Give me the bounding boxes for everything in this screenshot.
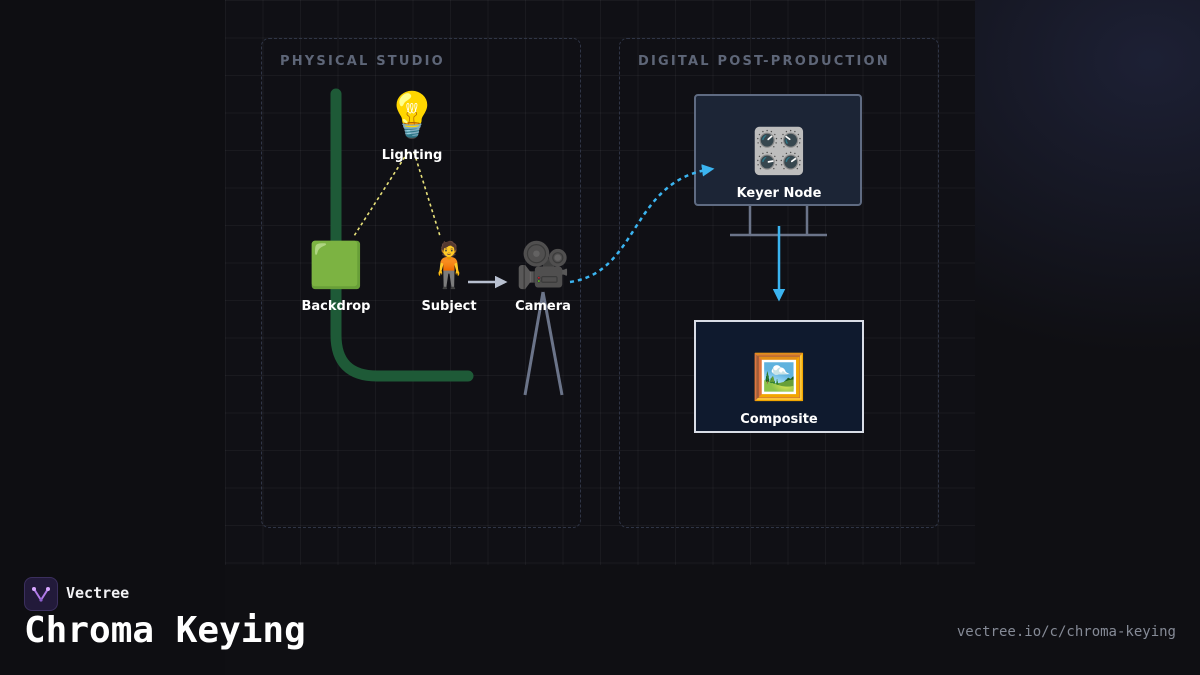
physical-studio-zone-label: PHYSICAL STUDIO [280,54,445,69]
page-title: Chroma Keying [24,610,306,651]
movie-camera-icon: 🎥 [515,240,571,291]
tripod-leg-left [523,291,545,396]
digital-post-production-zone [619,38,939,528]
light-beam-left [353,151,409,237]
vectree-logo-icon[interactable] [24,577,58,611]
control-knobs-icon: 🎛️ [751,126,807,177]
brand-name: Vectree [66,584,130,602]
physical-studio-zone [261,38,581,528]
composite-label: Composite [740,412,818,427]
digital-post-production-zone-label: DIGITAL POST-PRODUCTION [638,54,890,69]
vectree-logo-mark [32,587,50,602]
backdrop-screen-curve [330,88,474,382]
camera-label: Camera [515,299,571,314]
camera-to-keyer-signal [569,164,715,284]
page-url[interactable]: vectree.io/c/chroma-keying [956,624,1176,640]
tripod-leg-right [541,291,564,396]
composite-frame[interactable] [694,320,864,433]
green-square-icon: 🟩 [308,240,364,291]
person-standing-icon: 🧍 [421,240,477,291]
light-beam-right [413,151,441,237]
light-bulb-icon: 💡 [384,90,440,141]
framed-picture-icon: 🖼️ [751,352,807,403]
lighting-label: Lighting [381,148,443,163]
background-left-panel [0,0,225,675]
keyer-node-monitor[interactable] [694,94,862,206]
keyer-node-label: Keyer Node [736,186,822,201]
backdrop-label: Backdrop [301,299,371,314]
subject-label: Subject [421,299,477,314]
